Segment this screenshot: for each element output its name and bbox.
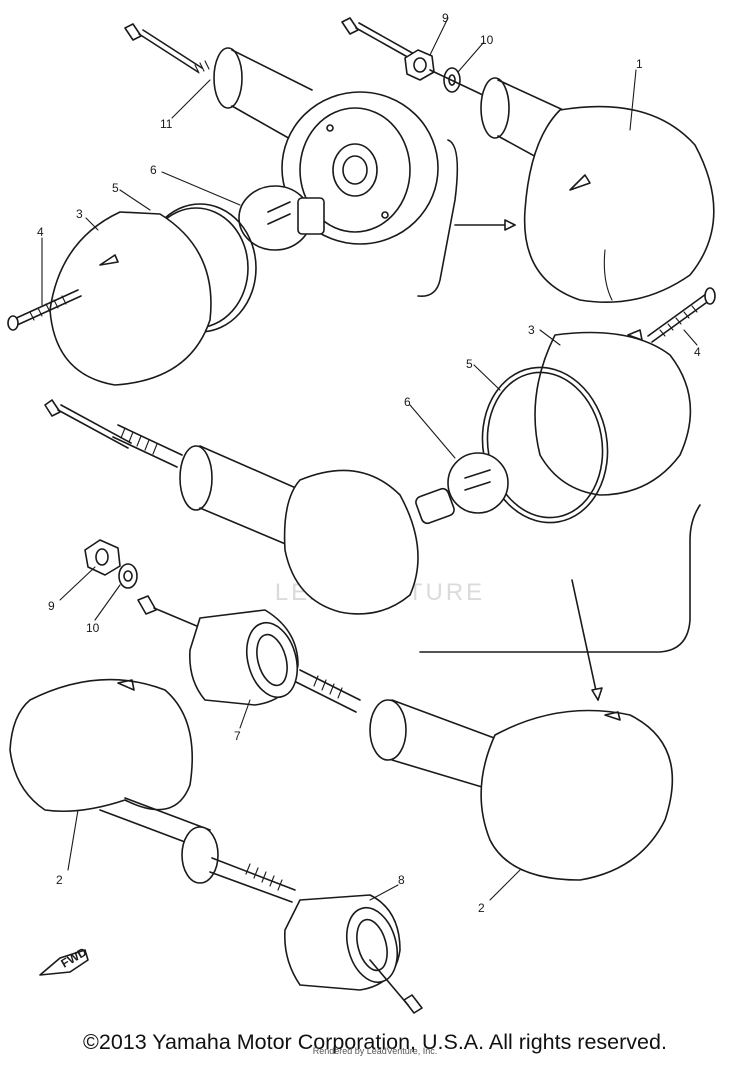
arrow-middle — [571, 579, 599, 701]
callout-11: 11 — [160, 117, 173, 131]
top-right-assembly — [341, 17, 715, 303]
callout-labels: 1 2 2 3 3 4 4 5 5 6 6 7 8 9 9 10 10 11 — [37, 11, 701, 915]
middle-assembly — [44, 399, 419, 615]
copyright-notice: ©2013 Yamaha Motor Corporation, U.S.A. A… — [83, 1030, 667, 1054]
top-left-assembly — [7, 23, 439, 386]
render-credit: Rendered by LeadVenture, Inc. — [312, 1046, 438, 1056]
callout-7: 7 — [234, 729, 241, 743]
lower-assembly — [84, 539, 674, 881]
callout-6a: 6 — [150, 163, 157, 177]
callout-2a: 2 — [56, 873, 63, 887]
right-middle-exploded — [415, 287, 716, 525]
bracket-top — [417, 139, 459, 297]
callout-8: 8 — [398, 873, 405, 887]
callout-4b: 4 — [694, 345, 701, 359]
callout-5b: 5 — [466, 357, 473, 371]
fwd-arrow-badge: FWD — [39, 945, 89, 976]
callout-3b: 3 — [528, 323, 535, 337]
bracket-middle — [419, 504, 701, 653]
callout-10b: 10 — [86, 621, 100, 635]
callout-10a: 10 — [480, 33, 494, 47]
callout-9b: 9 — [48, 599, 55, 613]
callout-1: 1 — [636, 57, 643, 71]
callout-3a: 3 — [76, 207, 83, 221]
callout-5a: 5 — [112, 181, 119, 195]
callout-6b: 6 — [404, 395, 411, 409]
callout-4a: 4 — [37, 225, 44, 239]
callout-2b: 2 — [478, 901, 485, 915]
leader-lines — [41, 17, 698, 901]
callout-9a: 9 — [442, 11, 449, 25]
bottom-left-assembly — [9, 678, 423, 1014]
